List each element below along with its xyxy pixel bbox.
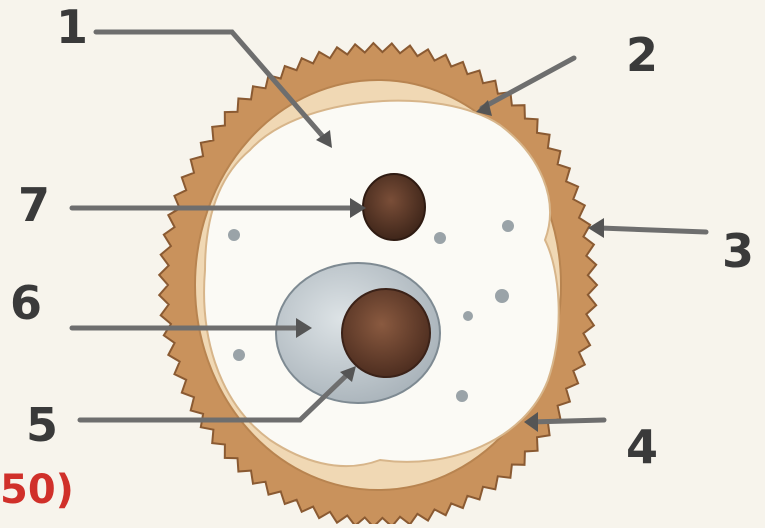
nucleolus-body: [363, 174, 425, 240]
granule: [228, 229, 240, 241]
granule: [495, 289, 509, 303]
label-1: 1: [56, 4, 88, 50]
label-4: 4: [626, 424, 658, 470]
figure-number-fragment: 50): [0, 470, 74, 510]
label-2: 2: [626, 32, 658, 78]
granule: [463, 311, 473, 321]
granule: [502, 220, 514, 232]
label-6: 6: [10, 280, 42, 326]
label-7: 7: [18, 182, 50, 228]
granule: [434, 232, 446, 244]
granule: [456, 390, 468, 402]
arrowhead-3: [588, 218, 604, 238]
granule: [233, 349, 245, 361]
pointer-line-4: [530, 420, 604, 422]
label-5: 5: [26, 402, 58, 448]
label-3: 3: [722, 228, 754, 274]
pointer-line-3: [600, 228, 706, 232]
nucleus: [342, 289, 430, 377]
